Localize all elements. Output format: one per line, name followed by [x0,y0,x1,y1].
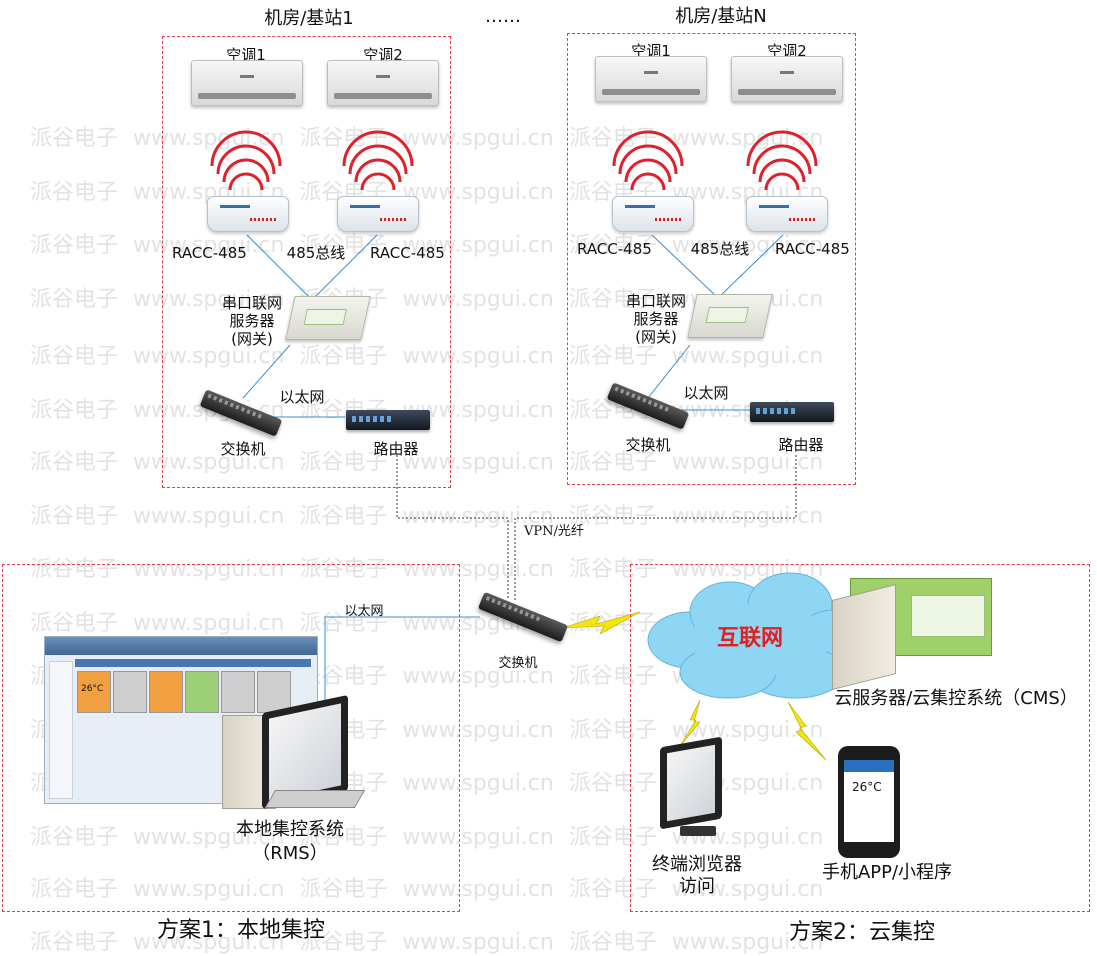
gateway-label: 串口联网 服务器 (网关) [625,292,687,346]
monitor-stand-icon [680,826,716,836]
phone-temperature: 26°C [852,780,882,794]
gw-switch-left [242,344,291,399]
vpn-line-right [514,455,797,600]
racc-controller-icon [612,196,694,232]
racc-controller-icon [207,196,289,232]
ac-2-label: 空调2 [767,42,807,60]
racc-right-label: RACC-485 [370,244,445,262]
racc-left-label: RACC-485 [172,244,247,262]
switch-label: 交换机 [625,436,671,454]
center-switch-label: 交换机 [498,656,538,671]
scheme-2-box [630,564,1090,912]
site-n-title: 机房/基站N [675,6,767,27]
serial-gateway-icon [687,294,773,338]
browser-access-label: 终端浏览器 访问 [652,854,742,897]
mobile-app-label: 手机APP/小程序 [821,862,953,883]
lightning-switch-cloud [561,611,641,635]
racc-controller-icon [746,196,828,232]
scheme-2-caption: 方案2：云集控 [789,920,935,945]
air-conditioner-icon [595,56,707,102]
bus-line-left-1 [246,234,313,301]
air-conditioner-icon [731,56,843,102]
racc-controller-icon [337,196,419,232]
ac-1-label: 空调1 [631,42,671,60]
bus-label: 485总线 [690,240,750,258]
racc-right-label: RACC-485 [775,240,850,258]
site-1-title: 机房/基站1 [264,8,354,29]
air-conditioner-icon [191,60,303,106]
serial-gateway-icon [285,296,371,340]
bus-line-right-2 [717,234,784,299]
bus-line-right-1 [651,234,719,299]
racc-left-label: RACC-485 [577,240,652,258]
browser-monitor-icon [660,736,722,830]
wifi-icon [746,130,818,191]
smartphone-icon: 26°C [838,746,900,858]
router-icon [346,410,430,430]
site-n-box [567,33,856,485]
lightning-cloud-phone [787,701,827,761]
ethernet-label: 以太网 [279,388,325,406]
rms-ethernet-line [324,616,480,720]
wifi-icon [612,130,684,191]
wifi-icon [210,130,282,191]
router-icon [750,402,834,422]
bus-line-left-2 [311,234,378,301]
gateway-label: 串口联网 服务器 (网关) [221,294,283,348]
router-label: 路由器 [373,440,419,458]
ethernet-label: 以太网 [683,384,729,402]
status-tile: 26°C [77,671,111,713]
cloud-server-icon [832,584,896,690]
rms-ethernet-label: 以太网 [344,604,384,619]
switch-label: 交换机 [220,440,266,458]
bus-label: 485总线 [286,244,346,262]
cms-server-label: 云服务器/云集控系统（CMS） [834,688,1078,709]
tile-temperature: 26°C [81,684,104,694]
site-1-box [162,36,451,488]
vpn-label: VPN/光纤 [524,524,584,539]
keyboard-icon [264,790,366,808]
internet-label: 互联网 [716,626,784,651]
ac-2-label: 空调2 [363,46,403,64]
gw-switch-right [647,344,691,399]
wifi-icon [342,130,414,191]
ac-1-label: 空调1 [226,46,266,64]
rms-system-label: 本地集控系统 （RMS） [236,819,344,864]
ellipsis-label: …… [485,6,521,27]
scheme-1-box [2,564,460,912]
router-label: 路由器 [778,436,824,454]
air-conditioner-icon [327,60,439,106]
scheme-1-caption: 方案1：本地集控 [157,918,325,943]
